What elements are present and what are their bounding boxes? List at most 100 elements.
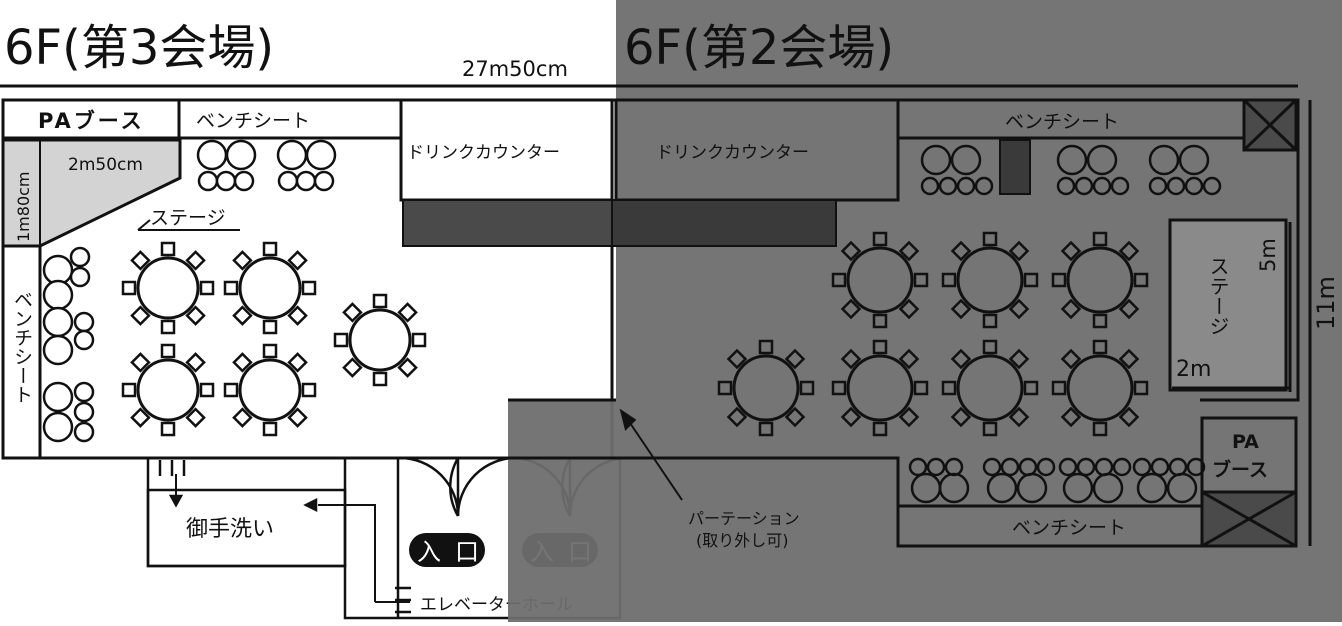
table-top [348,308,412,372]
chair [913,272,929,288]
bench-bottom-label-hall-2: ベンチシート [1012,517,1126,539]
chair [223,280,239,296]
chair [831,380,847,396]
chair [758,421,774,437]
chair [840,348,862,370]
chair [1060,298,1082,320]
partition-label-line2: (取り外し可) [696,531,789,550]
chair [950,298,972,320]
chair [397,302,418,323]
entrance-badge-left [409,533,485,567]
chair [262,319,278,335]
pa-label-line2-hall-2: ブース [1212,458,1268,481]
bench-seat-left-hall-3 [1,244,42,460]
chair [1118,298,1140,320]
chair [1118,406,1140,428]
chair [784,348,806,370]
chair [185,352,206,373]
stage-width-label-hall-3: 2m50cm [68,155,143,175]
title-hall-2: 6F(第2会場) [624,20,894,76]
chair [160,343,176,359]
round-table [121,241,215,335]
chair [185,305,206,326]
chair [160,319,176,335]
chair [130,352,151,373]
chair [1008,406,1030,428]
chair [199,280,215,296]
chair [185,250,206,271]
chair [287,352,308,373]
chair [232,305,253,326]
chair [1051,272,1067,288]
bench-stools-hall-3 [42,139,337,443]
chair [160,241,176,257]
chair [872,339,888,355]
chair [1133,380,1149,396]
partition-label-line1: パーテーション [688,509,800,528]
table-top [1066,246,1134,314]
height-dimension-label: 11m [1312,276,1340,330]
chair [784,406,806,428]
chair [831,272,847,288]
table-top [846,354,914,422]
table-top [238,358,302,422]
chair [223,382,239,398]
table-top [238,256,302,320]
stage-depth-label-hall-3: 1m80cm [14,171,33,242]
chair [1060,348,1082,370]
chair [1008,240,1030,262]
chair [342,302,363,323]
chair [287,407,308,428]
round-table [717,339,815,437]
bench-left-label-hall-3: ベンチシート [11,290,33,404]
chair [1133,272,1149,288]
table-top [136,256,200,320]
chair [799,380,815,396]
chair [1092,313,1108,329]
chair [262,421,278,437]
chair [726,348,748,370]
chair [1023,272,1039,288]
chair [301,382,317,398]
title-hall-3: 6F(第3会場) [4,20,274,76]
chair [717,380,733,396]
width-dimension-label: 27m50cm [462,57,568,81]
bench-seat-bottom-hall-2 [896,504,1204,548]
chair [1008,298,1030,320]
chair [130,305,151,326]
chair [950,240,972,262]
chair [185,407,206,428]
chair [840,406,862,428]
round-table [1051,339,1149,437]
chair [262,241,278,257]
round-table [831,339,929,437]
chair [726,406,748,428]
table-top [136,358,200,422]
chair [982,421,998,437]
chair [1092,421,1108,437]
chair [1060,240,1082,262]
chair [913,380,929,396]
table-top [732,354,800,422]
chair [121,280,137,296]
chair [1051,380,1067,396]
restroom-label: 御手洗い [186,517,274,542]
chair [262,343,278,359]
drink-counter-label-hall-2: ドリンクカウンター [656,143,809,163]
chair [898,298,920,320]
pillar [999,139,1031,195]
chair [950,406,972,428]
chair [950,348,972,370]
chair [941,380,957,396]
restroom-room [146,488,347,568]
table-top [956,354,1024,422]
chair [1008,348,1030,370]
bench-stools-hall-2 [908,144,1222,504]
counter-bar-hall-2 [611,199,837,247]
round-tables-hall-3 [121,241,427,437]
chair [199,382,215,398]
chair [287,305,308,326]
chair [840,298,862,320]
round-table [223,343,317,437]
chair [232,250,253,271]
